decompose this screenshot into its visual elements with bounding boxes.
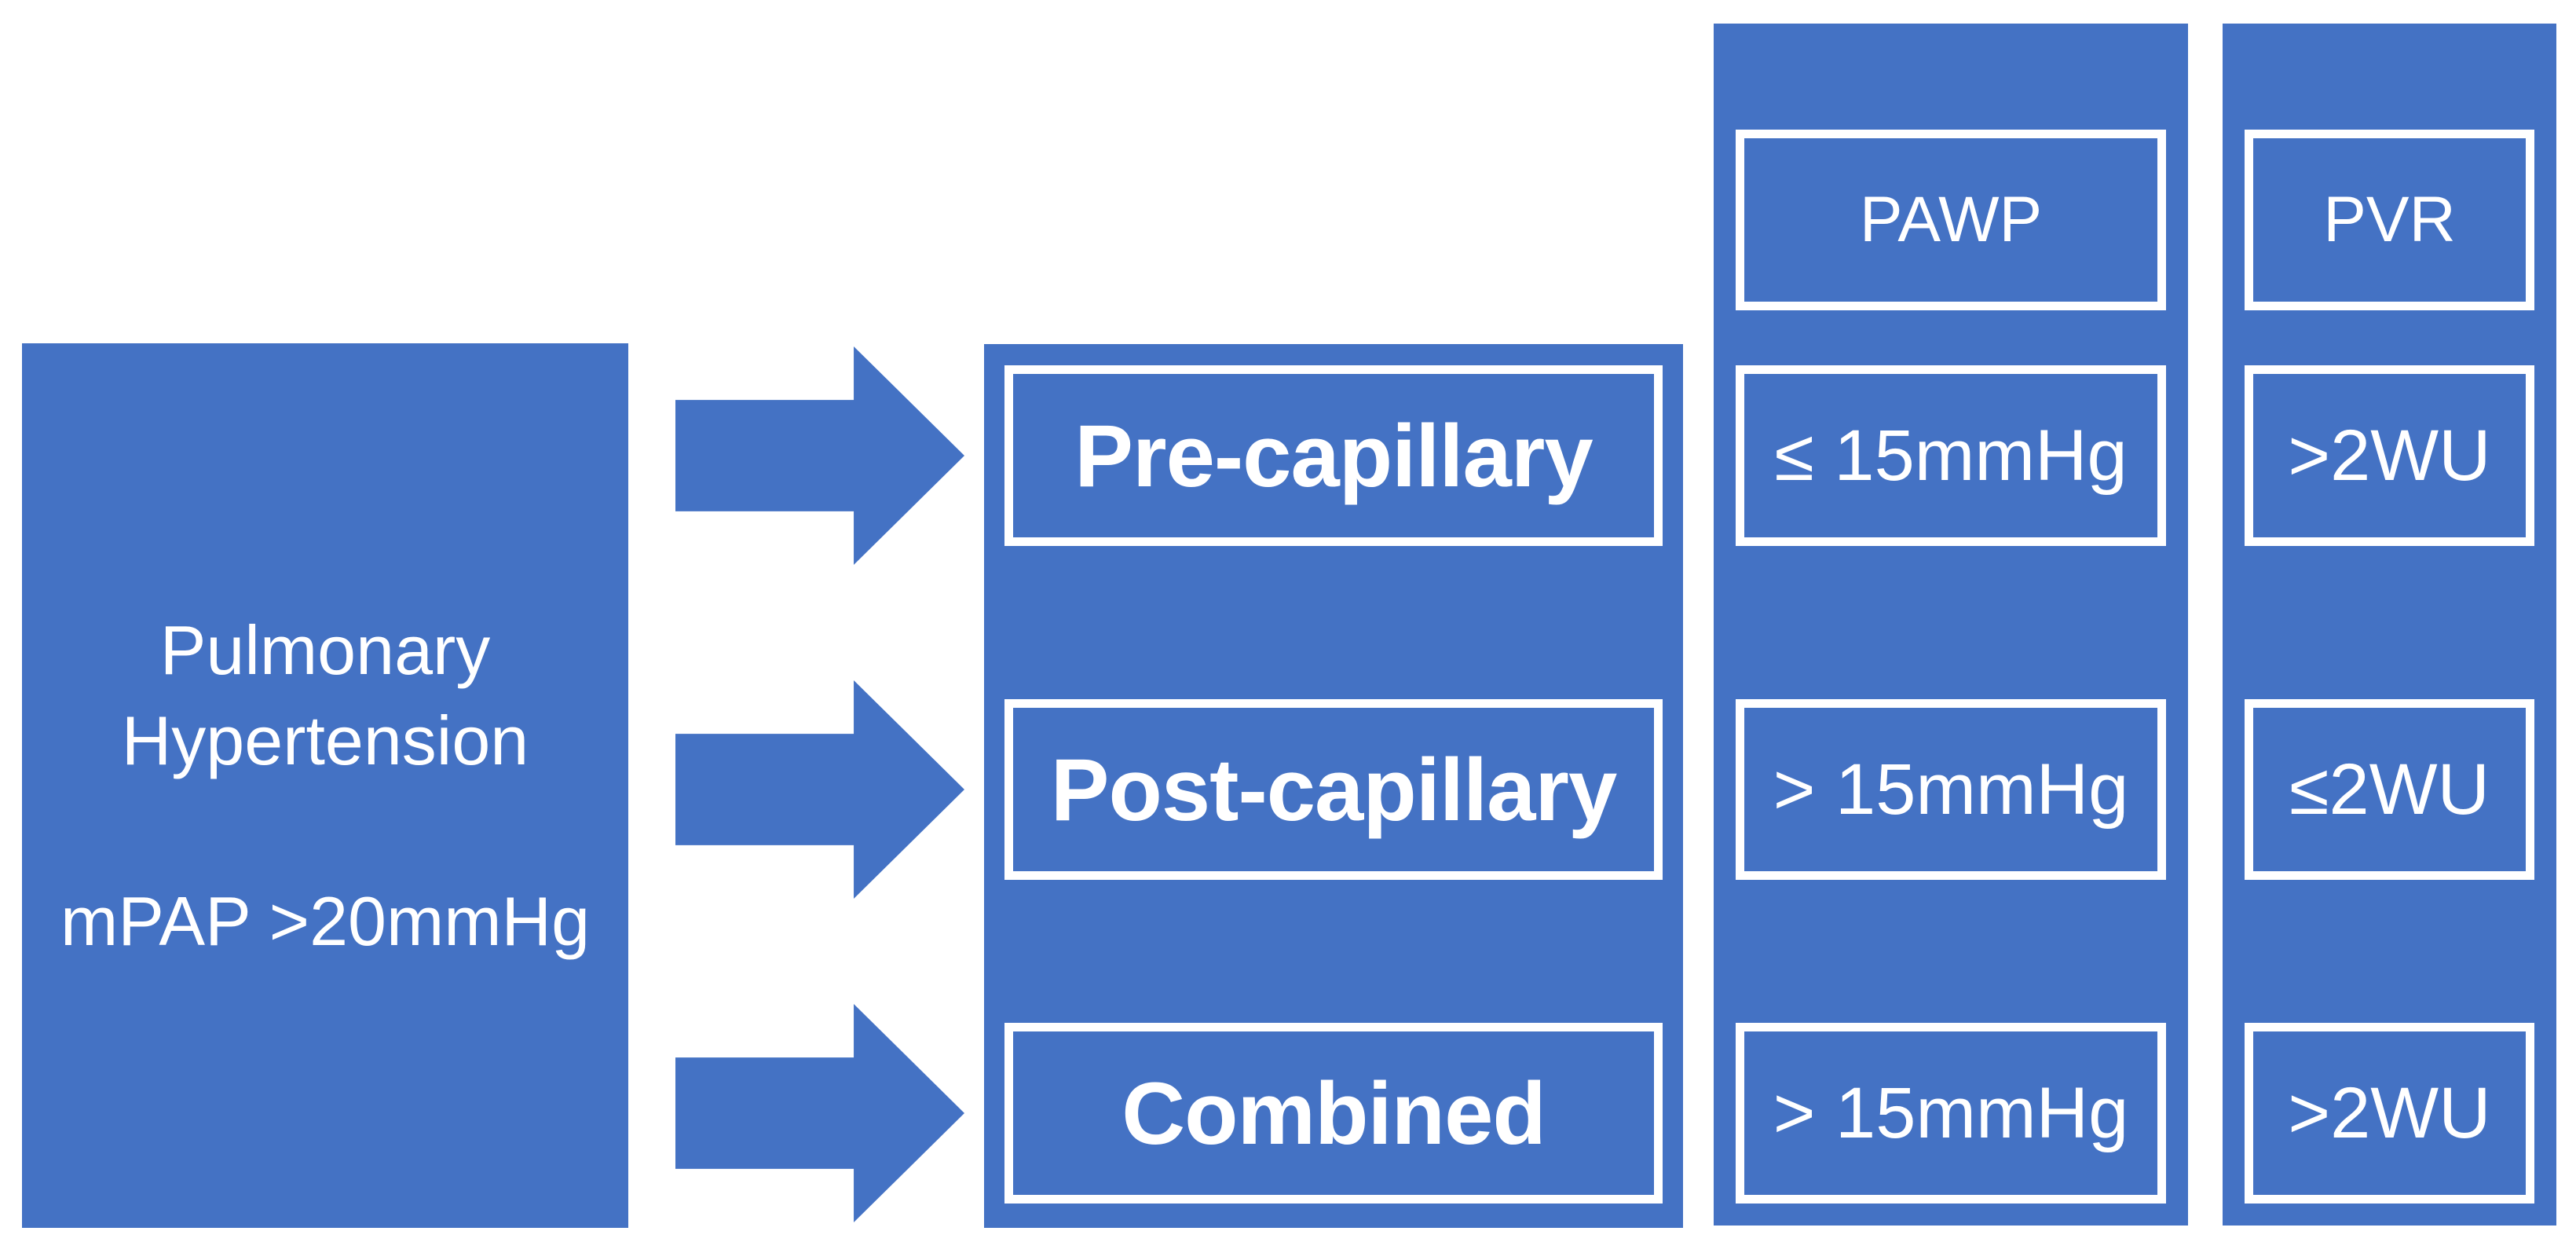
pvr-column: PVR >2WU ≤2WU >2WU [2223,24,2556,1226]
category-box-pre-capillary: Pre-capillary [1004,365,1663,546]
pulmonary-hypertension-box: Pulmonary Hypertension mPAP >20mmHg [22,343,628,1228]
pawp-column: PAWP ≤ 15mmHg > 15mmHg > 15mmHg [1714,24,2188,1226]
arrow-right-icon-1 [675,346,964,565]
pvr-value-box-combined: >2WU [2245,1023,2534,1204]
pre-capillary-label: Pre-capillary [1074,406,1593,505]
pvr-header-box: PVR [2245,130,2534,310]
root-title-line-2: Hypertension [121,702,529,779]
pawp-value-post-capillary: > 15mmHg [1773,749,2129,830]
combined-label: Combined [1122,1064,1546,1163]
pawp-value-box-combined: > 15mmHg [1736,1023,2166,1204]
category-box-combined: Combined [1004,1023,1663,1204]
pvr-value-box-post-capillary: ≤2WU [2245,699,2534,880]
pvr-value-combined: >2WU [2288,1072,2491,1153]
post-capillary-label: Post-capillary [1050,740,1618,839]
pawp-value-box-pre-capillary: ≤ 15mmHg [1736,365,2166,546]
pvr-value-pre-capillary: >2WU [2288,415,2491,496]
pvr-value-post-capillary: ≤2WU [2289,749,2490,830]
category-column: Pre-capillary Post-capillary Combined [984,344,1683,1228]
pvr-value-box-pre-capillary: >2WU [2245,365,2534,546]
root-title-line-1: Pulmonary [159,611,491,689]
root-criterion: mPAP >20mmHg [60,882,591,960]
pawp-header-label: PAWP [1859,184,2043,255]
pvr-header-label: PVR [2323,184,2456,255]
arrow-right-icon-2 [675,680,964,899]
pawp-header-box: PAWP [1736,130,2166,310]
category-box-post-capillary: Post-capillary [1004,699,1663,880]
pawp-value-box-post-capillary: > 15mmHg [1736,699,2166,880]
pawp-value-combined: > 15mmHg [1773,1072,2129,1153]
pawp-value-pre-capillary: ≤ 15mmHg [1774,415,2128,496]
arrow-right-icon-3 [675,1004,964,1222]
